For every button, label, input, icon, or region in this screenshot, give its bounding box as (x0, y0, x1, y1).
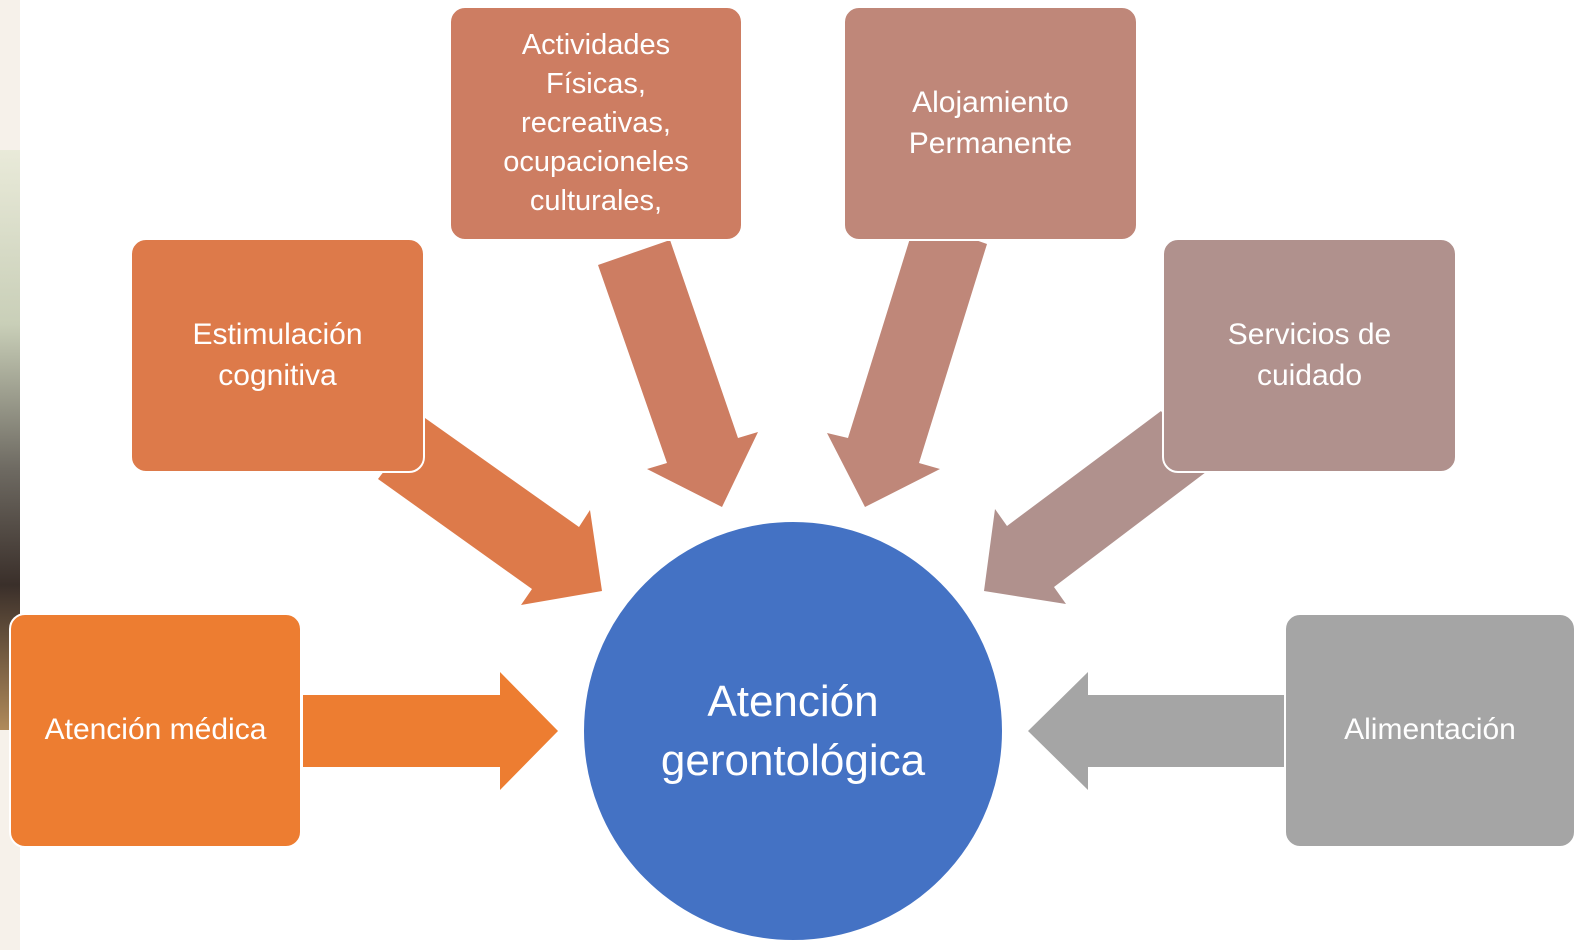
arrow-servicios (984, 411, 1206, 604)
center-circle: Atención gerontológica (582, 520, 1004, 942)
arrow-atencion-medica (303, 672, 558, 790)
arrow-alojamiento (827, 219, 987, 507)
arrow-actividades (598, 240, 758, 507)
arrow-alimentacion (1028, 672, 1285, 790)
node-atencion-medica: Atención médica (9, 613, 302, 848)
node-servicios-de-cuidado: Servicios de cuidado (1162, 238, 1457, 473)
node-estimulacion-cognitiva: Estimulación cognitiva (130, 238, 425, 473)
background-photo-edge (0, 150, 20, 730)
node-actividades: Actividades Físicas, recreativas, ocupac… (449, 6, 743, 241)
arrow-estimulacion (378, 418, 602, 605)
node-alimentacion: Alimentación (1284, 613, 1576, 848)
node-alojamiento-permanente: Alojamiento Permanente (843, 6, 1138, 241)
